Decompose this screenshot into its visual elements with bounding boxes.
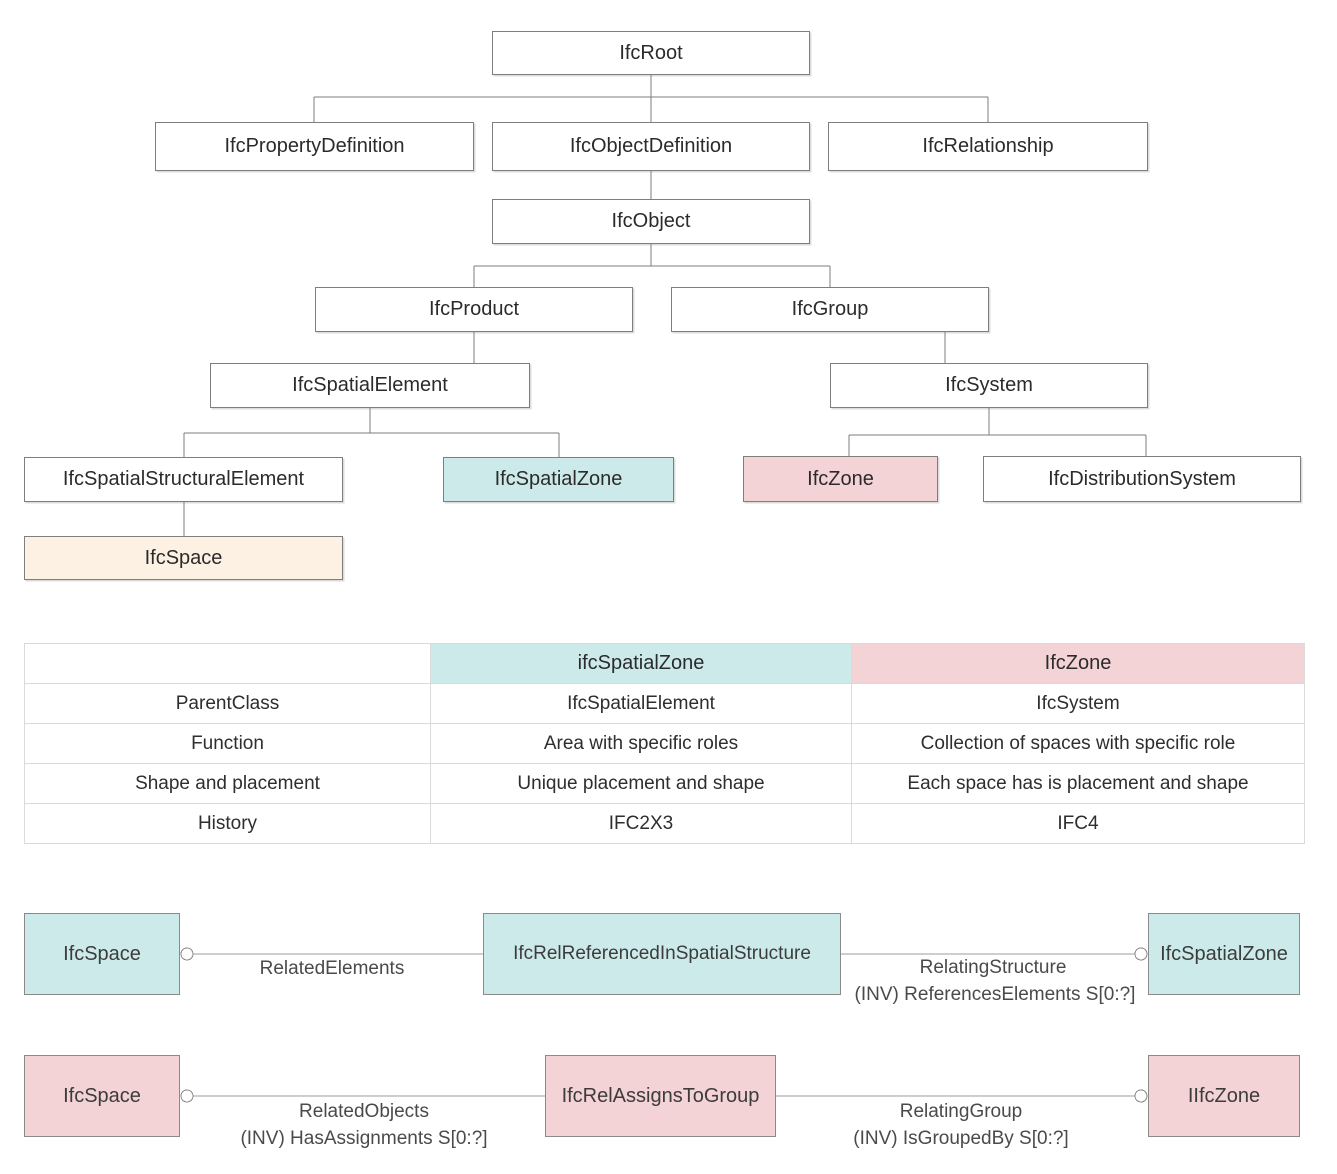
tree-node-ifcspace: IfcSpace — [24, 536, 343, 580]
relation1-right-edge-label: RelatingStructure — [919, 957, 1067, 978]
relation1-left-edge-label: RelatedElements — [259, 958, 405, 979]
table-cell-value: IfcSystem — [851, 683, 1305, 724]
tree-node-ifcspatialzone: IfcSpatialZone — [443, 457, 674, 502]
table-row: Shape and placement Unique placement and… — [24, 763, 1305, 804]
tree-node-ifcgroup: IfcGroup — [671, 287, 989, 332]
table-cell-value: IFC2X3 — [430, 803, 852, 844]
table-cell-value: Each space has is placement and shape — [851, 763, 1305, 804]
table-header-ifczone: IfcZone — [851, 643, 1305, 684]
table-header-ifcspatialzone: ifcSpatialZone — [430, 643, 852, 684]
relation2-box-ifcspace: IfcSpace — [24, 1055, 180, 1137]
relation2-box-ifcrelassignstogroup: IfcRelAssignsToGroup — [545, 1055, 776, 1137]
tree-node-ifcspatialstructuralelement: IfcSpatialStructuralElement — [24, 457, 343, 502]
relation2-left-edge-sublabel: (INV) HasAssignments S[0:?] — [240, 1128, 488, 1149]
relation2-right-edge-sublabel: (INV) IsGroupedBy S[0:?] — [853, 1128, 1069, 1149]
table-row: History IFC2X3 IFC4 — [24, 803, 1305, 844]
aggregation-circle-connector — [180, 1089, 194, 1103]
aggregation-circle-connector — [1134, 947, 1148, 961]
relation1-box-ifcrelreferencedinspatialstructure: IfcRelReferencedInSpatialStructure — [483, 913, 841, 995]
relation2-right-edge-label: RelatingGroup — [899, 1101, 1023, 1122]
tree-node-ifcproduct: IfcProduct — [315, 287, 633, 332]
aggregation-circle-connector — [180, 947, 194, 961]
table-cell-value: Unique placement and shape — [430, 763, 852, 804]
relation1-box-ifcspace: IfcSpace — [24, 913, 180, 995]
tree-node-ifcsystem: IfcSystem — [830, 363, 1148, 408]
relation2-left-edge-label: RelatedObjects — [299, 1101, 429, 1122]
tree-node-ifczone: IfcZone — [743, 456, 938, 502]
table-header-empty — [24, 643, 431, 684]
table-cell-attribute: Function — [24, 723, 431, 764]
table-header-row: ifcSpatialZone IfcZone — [24, 643, 1305, 684]
relation1-box-ifcspatialzone: IfcSpatialZone — [1148, 913, 1300, 995]
tree-node-ifcobject: IfcObject — [492, 199, 810, 244]
table-cell-value: Area with specific roles — [430, 723, 852, 764]
relation2-box-iifczone: IIfcZone — [1148, 1055, 1300, 1137]
table-cell-attribute: History — [24, 803, 431, 844]
table-cell-value: IFC4 — [851, 803, 1305, 844]
tree-node-ifcspatialelement: IfcSpatialElement — [210, 363, 530, 408]
table-cell-value: IfcSpatialElement — [430, 683, 852, 724]
tree-node-ifcrelationship: IfcRelationship — [828, 122, 1148, 171]
tree-node-ifcdistributionsystem: IfcDistributionSystem — [983, 456, 1301, 502]
tree-node-ifcobjectdefinition: IfcObjectDefinition — [492, 122, 810, 171]
aggregation-circle-connector — [1134, 1089, 1148, 1103]
tree-node-ifcpropertydefinition: IfcPropertyDefinition — [155, 122, 474, 171]
relation1-right-edge-sublabel: (INV) ReferencesElements S[0:?] — [854, 984, 1136, 1005]
tree-node-ifcroot: IfcRoot — [492, 31, 810, 75]
table-cell-attribute: ParentClass — [24, 683, 431, 724]
table-row: ParentClass IfcSpatialElement IfcSystem — [24, 683, 1305, 724]
table-cell-attribute: Shape and placement — [24, 763, 431, 804]
table-row: Function Area with specific roles Collec… — [24, 723, 1305, 764]
table-cell-value: Collection of spaces with specific role — [851, 723, 1305, 764]
comparison-table: ifcSpatialZone IfcZone ParentClass IfcSp… — [24, 643, 1305, 844]
